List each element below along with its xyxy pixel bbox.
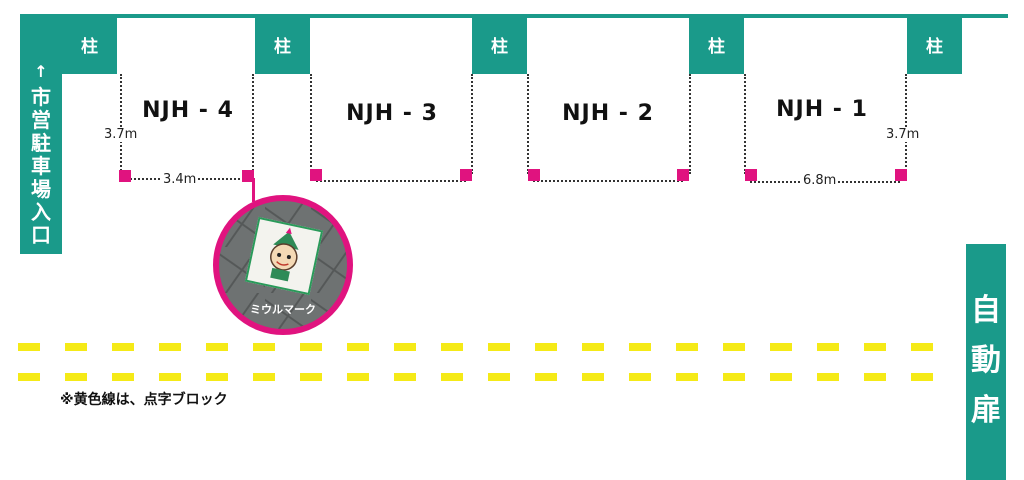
slot-boundary-line <box>744 74 746 174</box>
tactile-block <box>676 373 698 381</box>
pillar-3: 柱 <box>472 18 527 74</box>
slot-label: NJH - 3 <box>346 101 438 126</box>
tactile-block <box>18 373 40 381</box>
parking-entrance-text: 市営駐車場入口 <box>31 85 51 247</box>
tactile-block <box>394 373 416 381</box>
tactile-block <box>112 373 134 381</box>
parking-entrance-band <box>20 14 62 254</box>
up-arrow-icon: ↑ <box>34 62 48 81</box>
corner-marker <box>119 170 131 182</box>
slot-boundary-line <box>689 74 691 174</box>
tactile-block <box>676 343 698 351</box>
tactile-block <box>347 343 369 351</box>
tactile-block <box>864 343 886 351</box>
mascot-icon <box>270 227 299 282</box>
tactile-block <box>488 373 510 381</box>
wall-line <box>20 14 1008 18</box>
legend-note: ※黄色線は、点字ブロック <box>60 392 228 408</box>
corner-marker <box>745 169 757 181</box>
tactile-block <box>723 343 745 351</box>
tactile-block <box>300 373 322 381</box>
tactile-block <box>206 373 228 381</box>
tactile-block <box>582 343 604 351</box>
pillar-2: 柱 <box>255 18 310 74</box>
tactile-block <box>18 343 40 351</box>
tactile-block <box>535 373 557 381</box>
pillar-1: 柱 <box>62 18 117 74</box>
tactile-block <box>159 373 181 381</box>
tactile-block <box>911 373 933 381</box>
tactile-block <box>347 373 369 381</box>
tactile-block <box>206 343 228 351</box>
tactile-block <box>864 373 886 381</box>
tactile-block <box>300 343 322 351</box>
tactile-block <box>253 373 275 381</box>
tactile-block <box>441 373 463 381</box>
tactile-block <box>629 373 651 381</box>
dimension-depth-right: 3.7m <box>884 127 922 142</box>
dimension-width-right: 6.8m <box>801 173 839 188</box>
parking-entrance-label: ↑ 市営駐車場入口 <box>22 62 60 247</box>
slot-label: NJH - 2 <box>562 101 654 126</box>
tactile-block <box>488 343 510 351</box>
tactile-block <box>253 343 275 351</box>
slot-boundary-line <box>120 74 122 174</box>
slot-label: NJH - 1 <box>776 97 868 122</box>
slot-front-line <box>533 180 683 182</box>
tactile-block <box>817 373 839 381</box>
corner-marker <box>895 169 907 181</box>
tactile-block <box>535 343 557 351</box>
corner-marker <box>528 169 540 181</box>
slot-boundary-line <box>471 74 473 174</box>
tactile-block <box>65 373 87 381</box>
tactile-block <box>112 343 134 351</box>
callout-pointer <box>252 178 255 202</box>
automatic-door-label: 自動扉 <box>971 293 1001 428</box>
tactile-block <box>65 343 87 351</box>
tactile-block <box>770 343 792 351</box>
tactile-block <box>723 373 745 381</box>
corner-marker <box>242 170 254 182</box>
slot-front-line <box>316 180 466 182</box>
slot-boundary-line <box>527 74 529 174</box>
slot-boundary-line <box>905 74 907 174</box>
callout-label: ミウルマーク <box>250 303 316 316</box>
tactile-block <box>582 373 604 381</box>
dimension-depth-left: 3.7m <box>102 127 140 142</box>
tactile-block <box>817 343 839 351</box>
dimension-width-left: 3.4m <box>161 172 199 187</box>
callout-photo: ミウルマーク <box>213 195 353 335</box>
tactile-block <box>629 343 651 351</box>
tactile-block <box>770 373 792 381</box>
corner-marker <box>460 169 472 181</box>
slot-boundary-line <box>252 74 254 174</box>
slot-label: NJH - 4 <box>142 98 234 123</box>
pillar-5: 柱 <box>907 18 962 74</box>
mark-emblem-icon <box>244 216 324 296</box>
automatic-door-band <box>966 244 1006 480</box>
slot-boundary-line <box>310 74 312 174</box>
tactile-block <box>441 343 463 351</box>
tactile-block <box>911 343 933 351</box>
corner-marker <box>677 169 689 181</box>
tactile-block <box>159 343 181 351</box>
pillar-4: 柱 <box>689 18 744 74</box>
tactile-block <box>394 343 416 351</box>
corner-marker <box>310 169 322 181</box>
